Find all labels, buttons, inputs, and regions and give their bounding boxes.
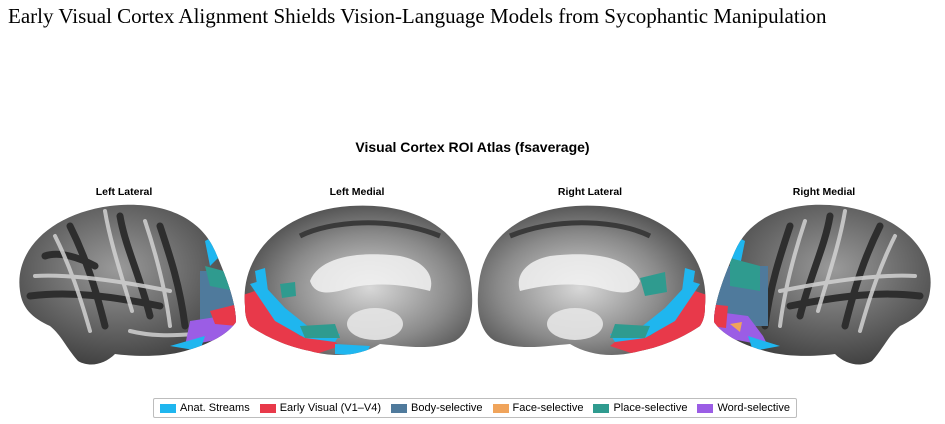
- brain-right-lateral: [475, 196, 710, 376]
- legend-item: Word-selective: [697, 402, 790, 414]
- brain-left-medial: [240, 196, 475, 376]
- legend-item: Anat. Streams: [160, 402, 250, 414]
- legend-swatch: [260, 404, 276, 413]
- legend-label: Body-selective: [411, 402, 483, 414]
- brain-left-lateral: [10, 196, 240, 376]
- legend-label: Early Visual (V1–V4): [280, 402, 381, 414]
- legend-label: Place-selective: [613, 402, 687, 414]
- brain-right-medial: [708, 196, 940, 376]
- legend-item: Face-selective: [493, 402, 584, 414]
- legend-swatch: [697, 404, 713, 413]
- legend-swatch: [391, 404, 407, 413]
- paper-title: Early Visual Cortex Alignment Shields Vi…: [8, 4, 827, 29]
- legend-swatch: [160, 404, 176, 413]
- legend-swatch: [593, 404, 609, 413]
- figure-legend: Anat. Streams Early Visual (V1–V4) Body-se…: [153, 398, 797, 418]
- legend-item: Body-selective: [391, 402, 483, 414]
- legend-label: Word-selective: [717, 402, 790, 414]
- legend-swatch: [493, 404, 509, 413]
- legend-item: Early Visual (V1–V4): [260, 402, 381, 414]
- figure-title: Visual Cortex ROI Atlas (fsaverage): [0, 139, 945, 155]
- legend-label: Anat. Streams: [180, 402, 250, 414]
- legend-label: Face-selective: [513, 402, 584, 414]
- legend-item: Place-selective: [593, 402, 687, 414]
